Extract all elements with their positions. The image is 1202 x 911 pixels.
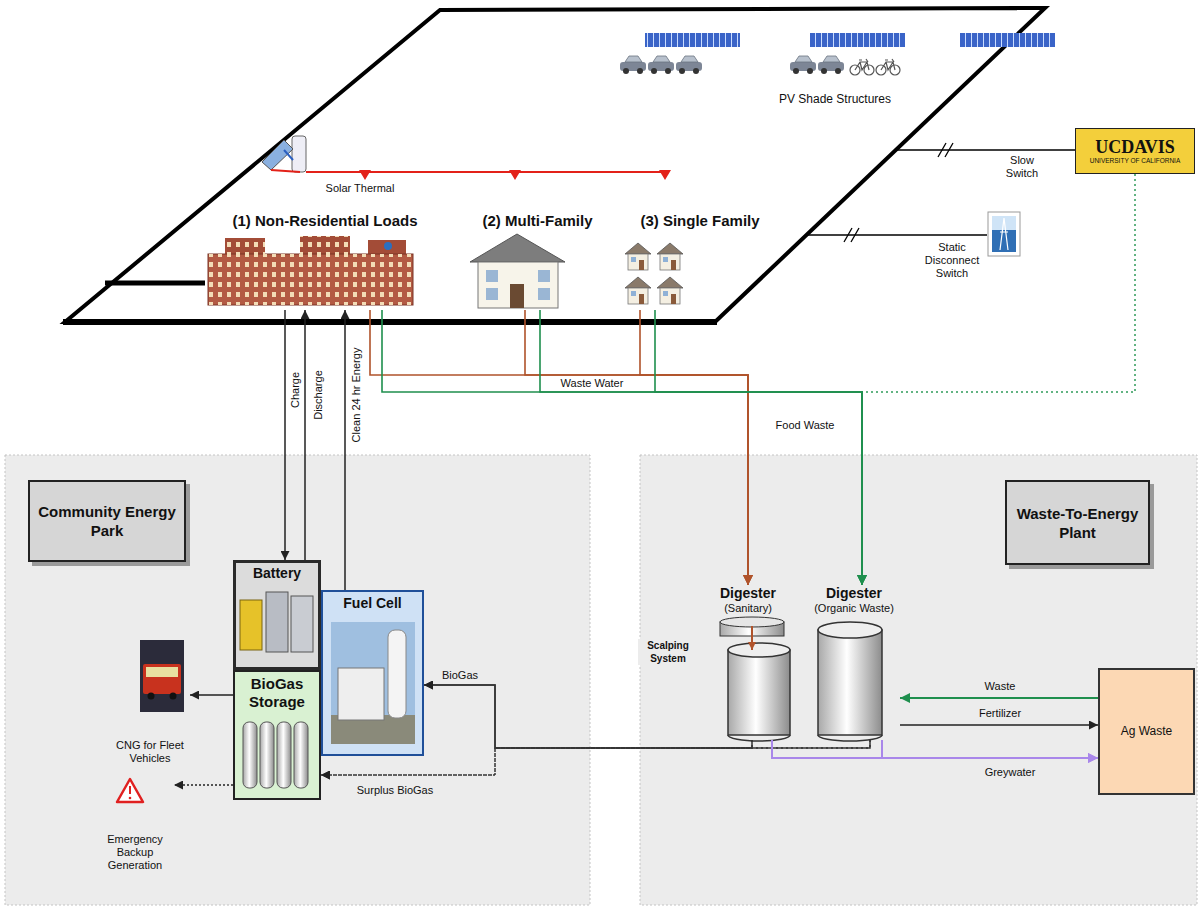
node-label: (Organic Waste) bbox=[814, 602, 894, 615]
annotation-label: Emergency Backup Generation bbox=[95, 833, 175, 872]
connector bbox=[304, 310, 306, 560]
connector bbox=[284, 310, 286, 560]
digester-node: Digester(Sanitary) bbox=[698, 585, 798, 740]
node-label: Battery bbox=[253, 565, 301, 582]
edge-label: Fertilizer bbox=[977, 707, 1023, 720]
node-label: Fuel Cell bbox=[343, 595, 401, 612]
battery-box: Battery bbox=[233, 560, 321, 670]
heading-box: Community Energy Park bbox=[28, 480, 186, 562]
annotation-label: CNG for Fleet Vehicles bbox=[108, 739, 192, 765]
edge-label: Clean 24 hr Energy bbox=[350, 346, 363, 445]
edge-label: Charge bbox=[289, 370, 302, 410]
storage-box: BioGas Storage bbox=[233, 670, 321, 800]
annotation-label: Solar Thermal bbox=[324, 182, 397, 195]
annotation-label: PV Shade Structures bbox=[777, 93, 893, 106]
building-node: (1) Non-Residential Loads bbox=[205, 212, 445, 310]
node-label: Digester bbox=[720, 585, 776, 602]
annotation-label: BioGas bbox=[440, 669, 480, 682]
fuel-cell-box: Fuel Cell bbox=[321, 590, 424, 756]
connector bbox=[321, 740, 752, 775]
annotation-label: Slow Switch bbox=[995, 154, 1049, 180]
connector bbox=[900, 697, 1098, 699]
connector bbox=[640, 310, 748, 585]
connector bbox=[900, 724, 1098, 726]
node-label: (2) Multi-Family bbox=[482, 212, 592, 230]
node-label: (1) Non-Residential Loads bbox=[232, 212, 417, 230]
ag-waste-box: Ag Waste bbox=[1098, 668, 1195, 795]
node-label: Waste-To-Energy Plant bbox=[1013, 504, 1142, 542]
edge-label: Waste bbox=[983, 680, 1018, 693]
connector bbox=[424, 685, 752, 748]
building-node: (2) Multi-Family bbox=[465, 212, 610, 310]
logo-box: UCDAVISUNIVERSITY OF CALIFORNIA bbox=[1075, 128, 1195, 174]
node-label: (3) Single Family bbox=[640, 212, 759, 230]
region-panel: Community Energy ParkBatteryFuel CellBio… bbox=[5, 455, 590, 905]
annotation-label: Waste Water bbox=[559, 377, 626, 390]
edge-label: Discharge bbox=[312, 368, 325, 422]
node-label: (Sanitary) bbox=[724, 602, 772, 615]
annotation-label: Static Disconnect Switch bbox=[918, 241, 986, 280]
node-label: BioGas Storage bbox=[237, 675, 317, 711]
node-label: Community Energy Park bbox=[36, 502, 178, 540]
connector bbox=[370, 310, 748, 585]
annotation-label: Scalping System bbox=[638, 639, 698, 665]
connector bbox=[382, 310, 862, 585]
connector bbox=[344, 310, 346, 590]
heading-box: Waste-To-Energy Plant bbox=[1005, 480, 1150, 565]
digester-node: Digester(Organic Waste) bbox=[808, 585, 900, 740]
node-label: UCDAVIS bbox=[1095, 137, 1175, 157]
node-label: UNIVERSITY OF CALIFORNIA bbox=[1090, 157, 1181, 165]
connector bbox=[525, 310, 748, 585]
annotation-label: Food Waste bbox=[774, 419, 837, 432]
node-label: Digester bbox=[826, 585, 882, 602]
region-panel: Waste-To-Energy PlantDigester(Sanitary)D… bbox=[640, 455, 1197, 905]
node-label: Ag Waste bbox=[1121, 724, 1173, 739]
connector bbox=[882, 740, 1098, 758]
connector bbox=[772, 740, 1098, 758]
annotation-label: Surplus BioGas bbox=[355, 784, 435, 797]
connector bbox=[655, 310, 862, 585]
building-node: (3) Single Family bbox=[620, 212, 780, 310]
connector bbox=[540, 310, 862, 585]
connector bbox=[424, 685, 870, 748]
annotation-label: Greywater bbox=[983, 766, 1038, 779]
